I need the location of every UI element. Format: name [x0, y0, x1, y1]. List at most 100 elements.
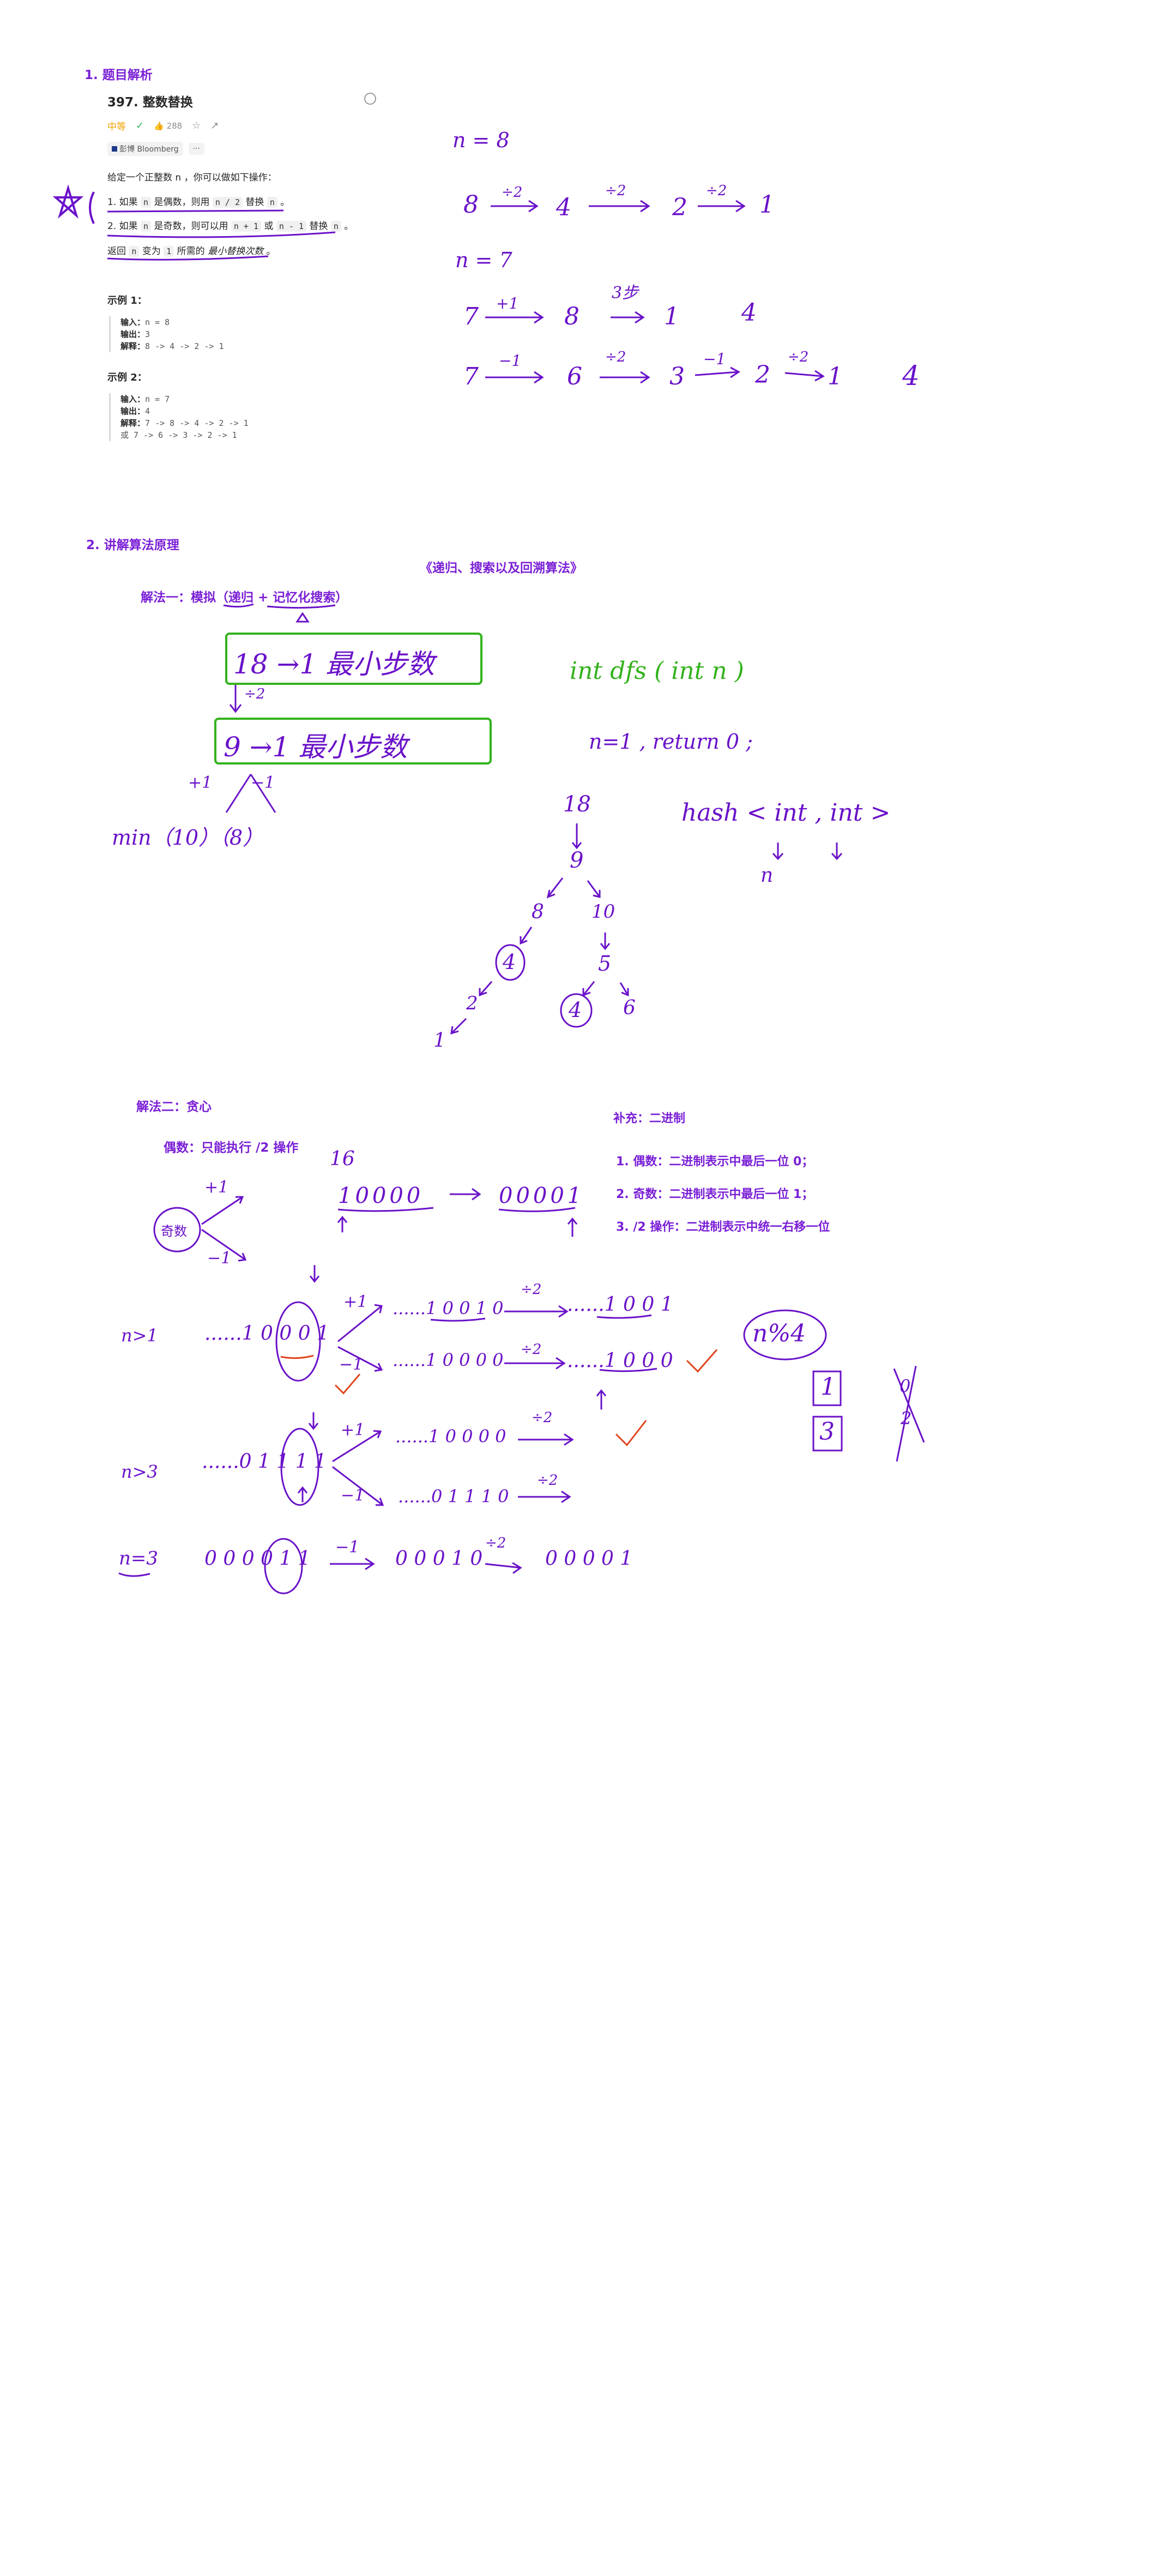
underline-rule-2	[107, 231, 336, 238]
hw-min-expr: min（10）（8）	[112, 826, 264, 850]
example-2-heading: 示例 2：	[107, 372, 147, 383]
share-icon[interactable]: ↗	[210, 120, 219, 131]
hw-div2-c: ÷2	[706, 183, 727, 199]
tree-node-4a: 4	[503, 950, 516, 974]
problem-title[interactable]: 397. 整数替换	[107, 95, 193, 110]
company-tag[interactable]: 彭博 Bloomberg	[107, 142, 183, 156]
arrow-a-up	[504, 1305, 569, 1318]
hw-r1-plus1: +1	[496, 294, 519, 312]
label-n-gt-1: n>1	[121, 1325, 158, 1346]
delta-mark	[295, 612, 310, 623]
example-1-heading: 示例 1：	[107, 295, 147, 306]
hw-bin-10000: 10000	[338, 1183, 424, 1208]
red-underline-01	[280, 1355, 314, 1359]
hw-r2-7: 7	[463, 363, 479, 390]
hw-dfs-signature: int dfs ( int n )	[570, 657, 744, 685]
arrow-8-4	[491, 200, 539, 213]
underline-rule-1	[107, 209, 284, 213]
hw-r2-3: 3	[669, 363, 685, 390]
hw-crossed-0: 0	[900, 1376, 911, 1397]
like-button[interactable]: 👍 288	[154, 121, 183, 131]
hw-n-mod-4: n%4	[752, 1320, 806, 1347]
underline-1001	[596, 1314, 652, 1319]
hw-box-3: 3	[819, 1418, 835, 1446]
circle-odd	[153, 1207, 201, 1253]
hw-row-a-down2: ......1 0 0 0	[567, 1350, 673, 1372]
timer-icon[interactable]	[364, 93, 376, 105]
underline-n3	[118, 1572, 150, 1577]
section-1-title: 1. 题目解析	[84, 68, 153, 82]
solved-check-icon: ✓	[136, 120, 144, 131]
hw-r1-4: 4	[741, 299, 757, 327]
hw-row-b: ......0 1 1 1 1	[202, 1450, 327, 1473]
box-1	[812, 1370, 842, 1406]
arrow-c-2	[485, 1562, 522, 1574]
tree-8-4	[520, 926, 533, 945]
row-b-plus1: +1	[341, 1421, 365, 1440]
branch-b-plus	[332, 1430, 382, 1462]
hw-row-b-up: ......1 0 0 0 0	[395, 1426, 506, 1447]
hw-r2-minus1: −1	[499, 352, 522, 370]
star-icon[interactable]: ☆	[192, 120, 201, 131]
label-n-gt-3: n>3	[121, 1461, 158, 1482]
hw-r2-4: 4	[902, 360, 920, 392]
odd-plus1: +1	[204, 1178, 229, 1197]
underline-10000	[337, 1207, 434, 1212]
hw-hash-n: n	[760, 864, 774, 887]
method-1-title: 解法一：模拟（递归 + 记忆化搜索）	[141, 591, 348, 605]
hw-n-8: n = 8	[452, 128, 510, 152]
tree-node-9: 9	[570, 848, 584, 873]
hw-r1-7: 7	[463, 303, 479, 330]
more-tags-button[interactable]: ···	[188, 143, 204, 155]
circle-01-a	[275, 1301, 321, 1382]
hw-4: 4	[556, 194, 571, 221]
arrow-8-1	[611, 311, 645, 324]
hw-div2-a: ÷2	[502, 184, 523, 201]
box-9	[214, 718, 492, 765]
row-a-plus1: +1	[343, 1292, 368, 1311]
hw-row-a: ......1 0 0 0 1	[204, 1322, 329, 1345]
box-18	[225, 633, 482, 685]
hw-r1-8: 8	[564, 303, 580, 330]
hw-hash: hash < int , int >	[681, 799, 891, 827]
circle-11	[264, 1538, 303, 1594]
hw-r2-2: 2	[755, 361, 770, 389]
tree-node-8: 8	[532, 901, 544, 923]
arrow-4-2	[589, 200, 650, 213]
odd-minus1: −1	[207, 1249, 232, 1268]
company-tags: 彭博 Bloomberg ···	[107, 142, 204, 156]
even-rule: 偶数：只能执行 /2 操作	[164, 1141, 299, 1155]
problem-intro: 给定一个正整数 n ，你可以做如下操作：	[107, 172, 277, 183]
arrow-10000-00001	[450, 1188, 481, 1201]
row-a-div2-up: ÷2	[521, 1281, 542, 1298]
underline-recursion	[223, 603, 254, 608]
tree-node-2: 2	[466, 992, 478, 1014]
hw-row-a-down: ......1 0 0 0 0	[393, 1350, 504, 1370]
up-arrow-1000	[596, 1389, 607, 1410]
bloomberg-logo-icon	[112, 146, 117, 152]
hw-minus1: −1	[251, 773, 275, 792]
supplement-2: 2. 奇数：二进制表示中最后一位 1；	[616, 1188, 814, 1201]
hw-r1-3steps: 3步	[612, 284, 639, 303]
branch-minus	[250, 774, 276, 813]
hw-row-c: 0 0 0 0 1 1	[204, 1548, 311, 1570]
hash-arrow-int1	[772, 842, 784, 860]
hw-n-7: n = 7	[455, 248, 512, 272]
hw-row-a-up: ......1 0 0 1 0	[393, 1298, 504, 1319]
label-odd: 奇数	[161, 1224, 187, 1239]
tree-9-10	[587, 880, 601, 898]
tree-18-9	[571, 823, 582, 850]
tree-node-5: 5	[598, 952, 612, 976]
underline-1000	[599, 1368, 657, 1373]
branch-a-plus	[337, 1304, 383, 1343]
hw-box-1: 1	[820, 1373, 836, 1401]
hw-div2-b: ÷2	[605, 183, 626, 199]
tree-4-2	[479, 981, 493, 997]
return-statement: 返回 n 变为 1 所需的 最小替换次数 。	[107, 246, 276, 257]
method-2-title: 解法二：贪心	[136, 1100, 212, 1114]
row-c-div2: ÷2	[485, 1535, 506, 1551]
hw-16: 16	[330, 1148, 355, 1170]
cross-a	[893, 1368, 925, 1443]
thumb-up-icon: 👍	[154, 121, 164, 131]
